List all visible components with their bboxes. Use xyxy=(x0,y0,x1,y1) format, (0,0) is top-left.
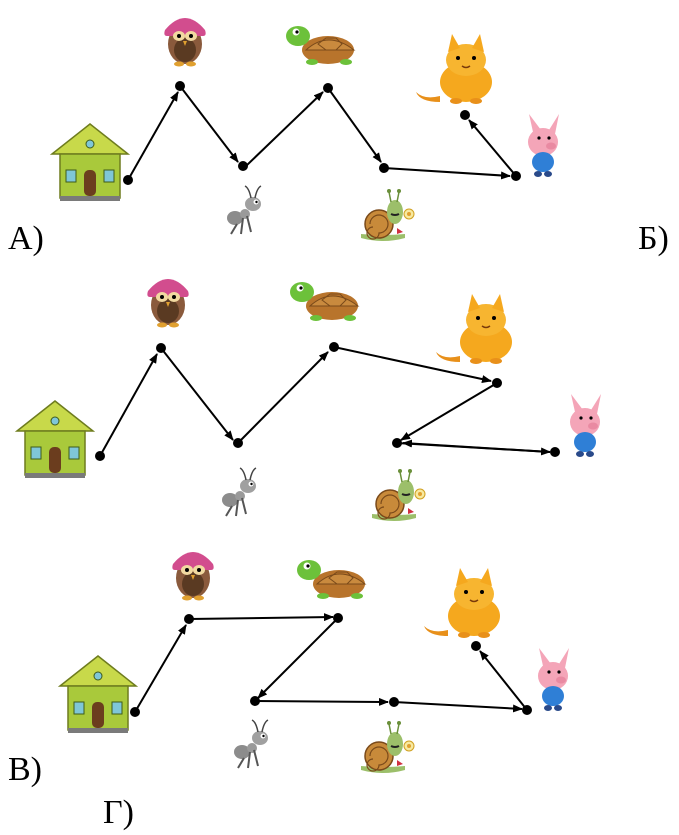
route-edge xyxy=(383,167,511,180)
piglet-icon xyxy=(528,114,559,177)
piglet-icon xyxy=(570,394,601,457)
route-edge xyxy=(479,650,528,711)
option-a-label[interactable]: А) xyxy=(8,220,44,257)
owl-icon xyxy=(164,18,206,67)
route-edge xyxy=(327,87,382,163)
route-edge xyxy=(188,613,334,622)
route-edge xyxy=(400,382,498,441)
route-node xyxy=(233,438,243,448)
route-node xyxy=(389,697,399,707)
route-node xyxy=(511,171,521,181)
route-node xyxy=(250,696,260,706)
snail-icon xyxy=(371,468,426,522)
cat-icon xyxy=(435,293,513,365)
route-edge xyxy=(333,346,492,384)
cat-icon xyxy=(423,567,501,639)
route-node xyxy=(471,641,481,651)
route-edge xyxy=(127,91,179,181)
turtle-icon xyxy=(289,281,359,322)
route-node xyxy=(175,81,185,91)
route-node xyxy=(379,163,389,173)
option-v-diagram xyxy=(59,552,569,774)
route-edge xyxy=(393,701,523,713)
snail-icon xyxy=(360,720,415,774)
route-edge xyxy=(402,439,551,453)
snail-icon xyxy=(360,188,415,242)
house-icon xyxy=(51,123,129,202)
route-edge xyxy=(245,91,324,167)
ant-icon xyxy=(233,719,269,769)
route-edge xyxy=(254,697,389,706)
route-edge xyxy=(134,624,187,713)
route-node xyxy=(329,342,339,352)
route-edge xyxy=(468,119,517,177)
option-g-label[interactable]: Г) xyxy=(103,794,134,831)
option-b-label[interactable]: Б) xyxy=(638,220,669,257)
route-edge xyxy=(257,617,339,699)
route-node xyxy=(184,614,194,624)
cat-icon xyxy=(415,33,493,105)
route-node xyxy=(156,343,166,353)
owl-icon xyxy=(147,279,189,328)
route-edge xyxy=(179,85,239,163)
option-a-diagram xyxy=(51,18,559,242)
route-edge xyxy=(160,347,234,441)
route-node xyxy=(550,447,560,457)
ant-icon xyxy=(221,467,257,517)
route-node xyxy=(323,83,333,93)
piglet-icon xyxy=(538,648,569,711)
route-node xyxy=(392,438,402,448)
route-edge xyxy=(99,353,158,457)
owl-icon xyxy=(172,552,214,601)
route-node xyxy=(333,613,343,623)
option-b-diagram xyxy=(16,279,601,522)
route-node xyxy=(492,378,502,388)
route-edge xyxy=(237,351,329,444)
route-node xyxy=(238,161,248,171)
route-node xyxy=(130,707,140,717)
route-node xyxy=(95,451,105,461)
house-icon xyxy=(59,655,137,734)
route-node xyxy=(123,175,133,185)
route-node xyxy=(460,110,470,120)
route-node xyxy=(522,705,532,715)
house-icon xyxy=(16,400,94,479)
turtle-icon xyxy=(285,25,355,66)
option-v-label[interactable]: В) xyxy=(8,751,42,788)
ant-icon xyxy=(226,185,262,235)
turtle-icon xyxy=(296,559,366,600)
